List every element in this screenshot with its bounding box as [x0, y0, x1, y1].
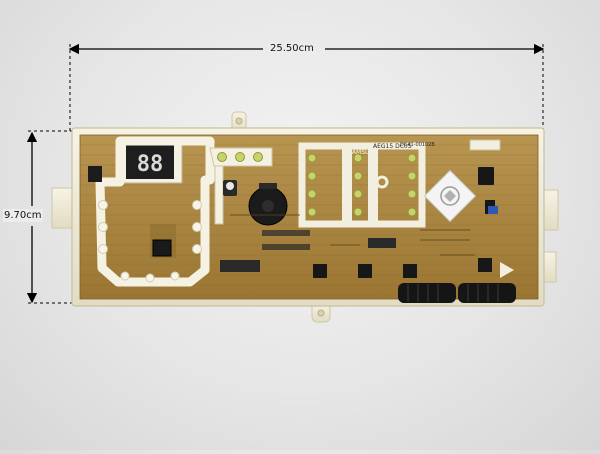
brand-silkscreen: SAMSUNG: [348, 149, 379, 156]
model-silkscreen: AEG15 DC0S: [373, 143, 412, 150]
width-dimension-label: 25.50cm: [268, 43, 316, 54]
height-dimension-label: 9.70cm: [3, 209, 43, 222]
brand-logo: [423, 169, 477, 223]
part-number-silkscreen: DC41-00102B: [400, 142, 435, 148]
ferrite-coils: [398, 283, 516, 303]
width-dimension: [68, 43, 545, 132]
seven-segment-display: 88: [137, 152, 164, 177]
control-board: 88: [51, 111, 559, 323]
